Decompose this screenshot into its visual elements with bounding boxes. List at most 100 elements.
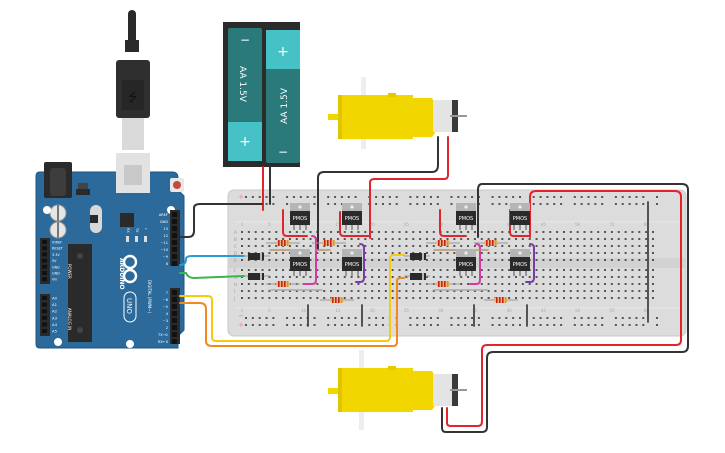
breadboard-hole[interactable] [480,290,483,292]
breadboard-hole[interactable] [638,290,641,292]
rail-hole[interactable] [573,324,576,326]
breadboard-hole[interactable] [494,276,497,278]
breadboard-hole[interactable] [432,245,435,247]
rail-hole[interactable] [299,317,302,319]
breadboard-hole[interactable] [556,283,559,285]
header-pin[interactable] [42,296,47,300]
breadboard-hole[interactable] [309,245,312,247]
breadboard-hole[interactable] [446,276,449,278]
breadboard-hole[interactable] [460,238,463,240]
usb-cable[interactable]: ⭍ [116,10,150,150]
breadboard-hole[interactable] [617,269,620,271]
rail-hole[interactable] [251,317,254,319]
breadboard-hole[interactable] [624,297,627,299]
breadboard-hole[interactable] [302,238,305,240]
rail-hole[interactable] [628,196,631,198]
breadboard-hole[interactable] [446,238,449,240]
breadboard-hole[interactable] [391,290,394,292]
breadboard-hole[interactable] [330,252,333,254]
rail-hole[interactable] [416,317,419,319]
breadboard-hole[interactable] [378,290,380,292]
breadboard-hole[interactable] [398,283,401,285]
wire-motor-bottom-black[interactable] [441,183,689,433]
rail-hole[interactable] [265,317,268,319]
breadboard-hole[interactable] [384,283,387,285]
breadboard-hole[interactable] [576,290,579,292]
breadboard-hole[interactable] [515,245,517,247]
rail-hole[interactable] [347,324,350,326]
breadboard-hole[interactable] [542,276,545,278]
breadboard-hole[interactable] [446,231,449,233]
breadboard-hole[interactable] [268,276,271,278]
breadboard-hole[interactable] [562,231,565,233]
breadboard-hole[interactable] [384,259,387,261]
header-pin[interactable] [42,264,47,269]
rail-hole[interactable] [395,196,398,198]
rail-hole[interactable] [436,317,439,319]
breadboard-hole[interactable] [364,276,367,278]
breadboard-hole[interactable] [316,290,319,292]
rail-hole[interactable] [614,324,617,326]
rail-hole[interactable] [340,196,343,198]
breadboard-hole[interactable] [487,283,490,285]
breadboard-hole[interactable] [330,290,333,292]
breadboard-hole[interactable] [604,269,607,271]
breadboard-hole[interactable] [378,269,380,271]
breadboard-hole[interactable] [528,245,531,247]
rail-hole[interactable] [539,196,542,198]
rail-hole[interactable] [546,196,549,198]
breadboard-hole[interactable] [610,238,613,240]
breadboard-hole[interactable] [247,231,250,233]
breadboard-hole[interactable] [569,231,572,233]
breadboard-hole[interactable] [309,290,312,292]
breadboard-hole[interactable] [542,269,545,271]
breadboard-hole[interactable] [569,269,572,271]
rail-hole[interactable] [272,203,275,205]
breadboard-hole[interactable] [610,290,613,292]
breadboard-hole[interactable] [295,276,298,278]
breadboard-hole[interactable] [501,245,504,247]
resistor[interactable] [320,297,354,303]
resistor[interactable] [484,297,518,303]
breadboard-hole[interactable] [439,238,442,240]
breadboard-hole[interactable] [604,290,607,292]
breadboard-hole[interactable] [295,231,298,233]
rail-hole[interactable] [505,196,508,198]
breadboard-hole[interactable] [275,238,278,240]
breadboard-hole[interactable] [535,259,538,261]
breadboard-hole[interactable] [556,297,559,299]
breadboard-hole[interactable] [576,276,579,278]
rail-hole[interactable] [656,203,658,205]
breadboard-hole[interactable] [398,290,401,292]
breadboard-hole[interactable] [295,245,298,247]
breadboard-hole[interactable] [302,231,305,233]
breadboard-hole[interactable] [419,231,422,233]
breadboard-hole[interactable] [405,276,408,278]
breadboard-hole[interactable] [467,238,470,240]
breadboard-hole[interactable] [597,297,600,299]
rail-hole[interactable] [614,317,617,319]
breadboard-hole[interactable] [330,259,333,261]
breadboard-hole[interactable] [645,297,648,299]
rail-hole[interactable] [258,324,261,326]
breadboard-hole[interactable] [453,245,456,247]
breadboard-hole[interactable] [556,290,559,292]
breadboard-hole[interactable] [357,283,360,285]
breadboard-hole[interactable] [261,245,264,247]
breadboard-hole[interactable] [597,238,600,240]
breadboard-hole[interactable] [617,238,620,240]
rail-hole[interactable] [368,317,371,319]
header-pin[interactable] [172,318,177,323]
rail-hole[interactable] [347,196,350,198]
rail-hole[interactable] [423,203,426,205]
breadboard-hole[interactable] [583,290,586,292]
breadboard-hole[interactable] [494,259,497,261]
breadboard-hole[interactable] [357,245,360,247]
breadboard-hole[interactable] [610,245,613,247]
breadboard-hole[interactable] [624,252,627,254]
rail-hole[interactable] [423,324,426,326]
breadboard-hole[interactable] [391,231,394,233]
breadboard-hole[interactable] [371,259,374,261]
breadboard-hole[interactable] [384,238,387,240]
breadboard-hole[interactable] [439,252,442,254]
